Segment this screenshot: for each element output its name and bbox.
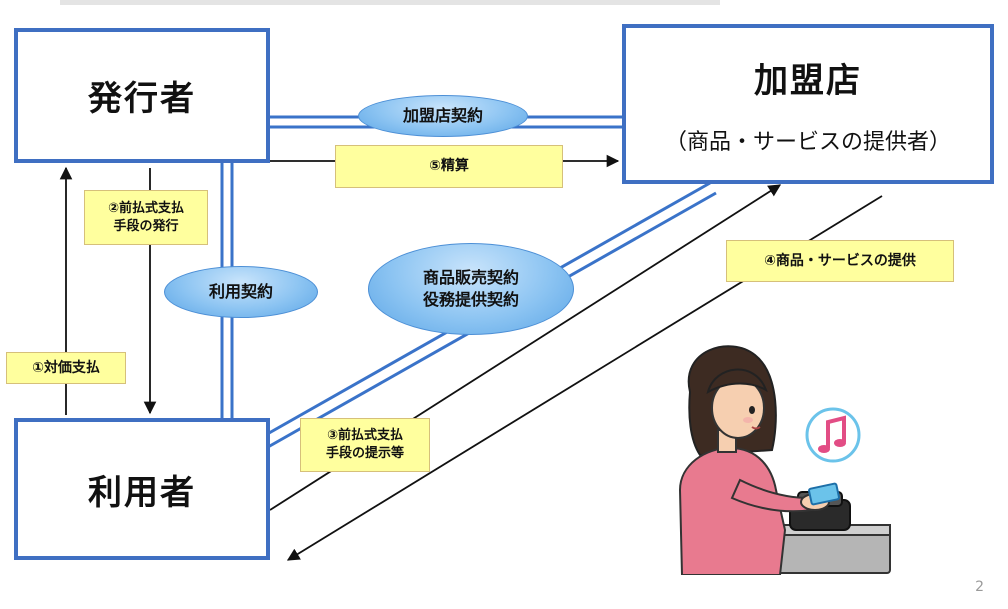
user-label: 利用者: [88, 472, 196, 513]
sales-contract-text-2: 役務提供契約: [422, 290, 519, 309]
merchant-contract-oval: 加盟店契約: [358, 95, 528, 137]
sales-contract-text-1: 商品販売契約: [422, 268, 519, 288]
step3-label: ③前払式支払 手段の提示等: [300, 418, 430, 472]
step3-text-2: 手段の提示等: [325, 446, 404, 461]
issuer-box: 発行者: [14, 28, 270, 163]
step2-text-1: ②前払式支払: [107, 200, 184, 216]
merchant-label: 加盟店: [754, 60, 862, 101]
step1-label: ①対価支払: [6, 352, 126, 384]
merchant-contract-text: 加盟店契約: [402, 106, 483, 126]
woman-paying-illustration: [678, 345, 891, 575]
step1-text: ①対価支払: [32, 359, 100, 376]
merchant-box: 加盟店 （商品・サービスの提供者）: [622, 24, 994, 184]
issuer-label: 発行者: [88, 79, 196, 119]
usage-contract-oval: 利用契約: [164, 266, 318, 318]
user-box: 利用者: [14, 418, 270, 560]
page-number: 2: [975, 579, 984, 595]
usage-contract-text: 利用契約: [208, 282, 273, 302]
merchant-note: （商品・サービスの提供者）: [664, 129, 951, 155]
step5-text: ⑤精算: [429, 158, 469, 175]
sales-contract-oval: 商品販売契約 役務提供契約: [368, 243, 574, 335]
step3-text-1: ③前払式支払: [326, 428, 403, 444]
step4-text: ④商品・サービスの提供: [764, 252, 916, 269]
top-divider: [60, 0, 720, 5]
step2-label: ②前払式支払 手段の発行: [84, 190, 208, 245]
step4-label: ④商品・サービスの提供: [726, 240, 954, 282]
step5-label: ⑤精算: [335, 145, 563, 188]
step2-text-2: 手段の発行: [113, 218, 179, 234]
